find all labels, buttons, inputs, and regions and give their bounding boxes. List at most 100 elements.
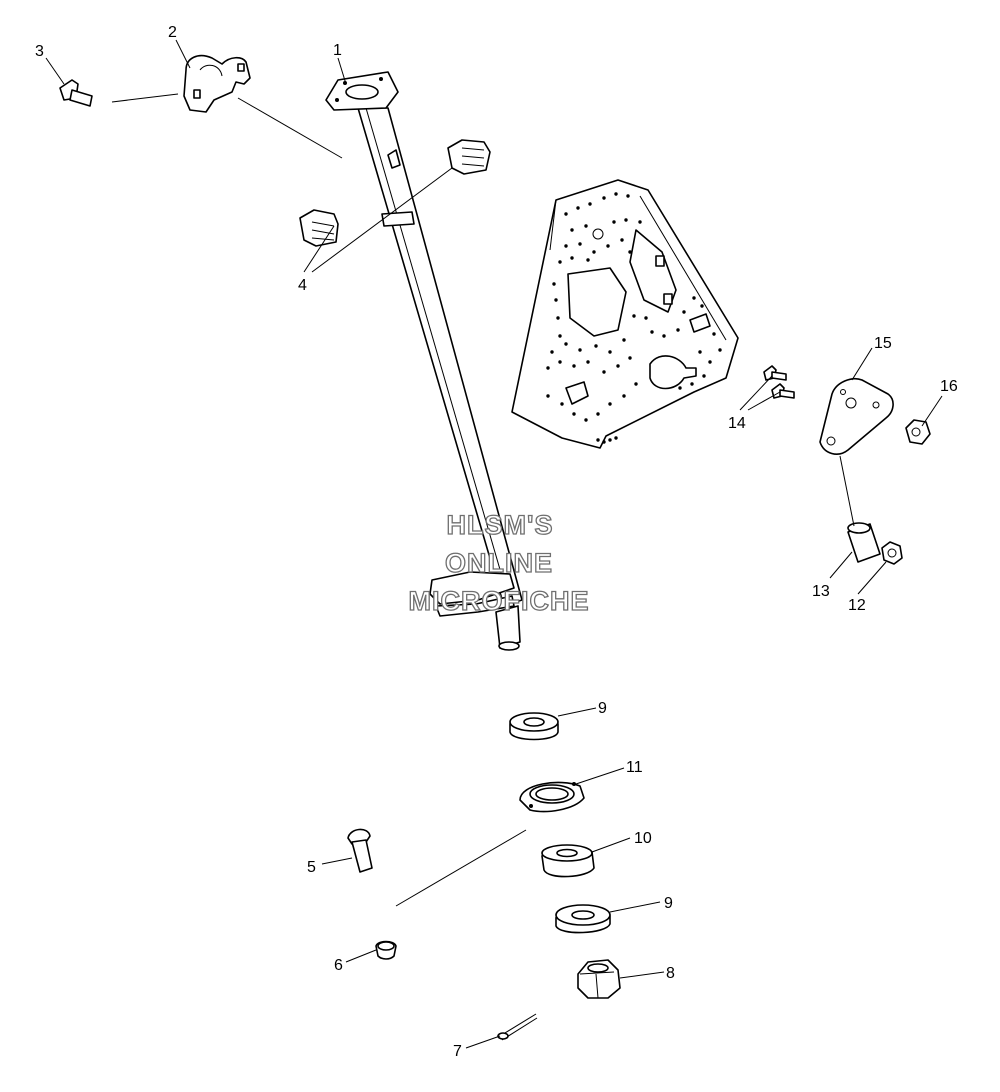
callout-13: 13 bbox=[812, 583, 830, 600]
callout-10: 10 bbox=[634, 830, 652, 847]
plate-hole bbox=[644, 316, 648, 320]
plate-hole bbox=[700, 304, 704, 308]
plate-hole bbox=[662, 334, 666, 338]
plate-hole bbox=[708, 360, 712, 364]
callout-11: 11 bbox=[626, 759, 643, 776]
plate-hole bbox=[552, 282, 556, 286]
leader-lines bbox=[45, 39, 943, 1049]
bearing-flange bbox=[519, 781, 585, 813]
plate-hole bbox=[650, 330, 654, 334]
watermark-line-1: HLSM'S bbox=[447, 510, 554, 540]
plate-hole bbox=[592, 250, 596, 254]
plate-hole bbox=[596, 438, 600, 442]
plate-hole bbox=[602, 370, 606, 374]
plate-hole bbox=[602, 440, 606, 444]
callout-15: 15 bbox=[874, 335, 892, 352]
plate-hole bbox=[576, 206, 580, 210]
callout-2: 2 bbox=[168, 24, 177, 41]
thick-washer bbox=[541, 844, 595, 878]
grommet bbox=[375, 940, 397, 960]
washer-upper bbox=[509, 712, 559, 741]
plate-hole bbox=[690, 382, 694, 386]
callout-5: 5 bbox=[307, 859, 316, 876]
locknut bbox=[881, 541, 903, 565]
plate-hole bbox=[632, 314, 636, 318]
callout-9-upper: 9 bbox=[598, 700, 607, 717]
bolt bbox=[59, 79, 93, 107]
plate-hole bbox=[570, 256, 574, 260]
screws bbox=[763, 365, 795, 399]
plate-hole bbox=[560, 402, 564, 406]
plate-hole bbox=[698, 350, 702, 354]
plate-hole bbox=[616, 364, 620, 368]
cotter-pin bbox=[497, 1013, 538, 1041]
plate-hole bbox=[682, 310, 686, 314]
plate-hole bbox=[622, 338, 626, 342]
callout-7: 7 bbox=[453, 1043, 462, 1060]
plate-hole bbox=[554, 298, 558, 302]
bushing-lower bbox=[299, 209, 339, 247]
callout-3: 3 bbox=[35, 43, 44, 60]
plate-hole bbox=[692, 296, 696, 300]
callout-14: 14 bbox=[728, 415, 746, 432]
plate-hole bbox=[622, 394, 626, 398]
plate-hole bbox=[578, 348, 582, 352]
plate-hole bbox=[612, 220, 616, 224]
watermark-line-3: MICROFICHE bbox=[409, 586, 590, 616]
plate-hole bbox=[572, 412, 576, 416]
plate-hole bbox=[638, 220, 642, 224]
callout-9-lower: 9 bbox=[664, 895, 673, 912]
plate-hole bbox=[626, 194, 630, 198]
plate-hole bbox=[702, 374, 706, 378]
plate-hole bbox=[602, 196, 606, 200]
plate-hole bbox=[572, 364, 576, 368]
plate-hole bbox=[608, 402, 612, 406]
plate-hole bbox=[564, 244, 568, 248]
watermark-line-2: ONLINE bbox=[445, 548, 553, 578]
steering-shaft bbox=[325, 71, 523, 651]
carriage-bolt bbox=[347, 828, 373, 873]
plate-hole bbox=[564, 342, 568, 346]
watermark: HLSM'S ONLINE MICROFICHE bbox=[408, 509, 590, 616]
plate-hole bbox=[620, 238, 624, 242]
nut-small bbox=[905, 419, 931, 445]
plate-hole bbox=[614, 436, 618, 440]
callout-1: 1 bbox=[333, 42, 342, 59]
plate-hole bbox=[712, 332, 716, 336]
plate-hole bbox=[594, 344, 598, 348]
plate-hole bbox=[558, 334, 562, 338]
plate-hole bbox=[718, 348, 722, 352]
plate-hole bbox=[556, 316, 560, 320]
console-plate bbox=[511, 179, 739, 449]
hex-nut bbox=[577, 959, 621, 999]
plate-hole bbox=[558, 260, 562, 264]
plate-hole bbox=[546, 394, 550, 398]
plate-hole bbox=[676, 328, 680, 332]
plate-hole bbox=[608, 350, 612, 354]
callout-4: 4 bbox=[298, 277, 307, 294]
plate-hole bbox=[628, 250, 632, 254]
clamp-bracket bbox=[183, 54, 251, 113]
callout-8: 8 bbox=[666, 965, 675, 982]
plate-hole bbox=[628, 356, 632, 360]
plate-hole bbox=[578, 242, 582, 246]
plate-hole bbox=[588, 202, 592, 206]
mount-plate bbox=[819, 378, 894, 455]
plate-hole bbox=[614, 192, 618, 196]
plate-hole bbox=[586, 258, 590, 262]
washer-lower bbox=[555, 904, 611, 934]
callout-16: 16 bbox=[940, 378, 958, 395]
plate-hole bbox=[546, 366, 550, 370]
plate-hole bbox=[584, 224, 588, 228]
plate-hole bbox=[550, 350, 554, 354]
plate-hole bbox=[570, 228, 574, 232]
plate-hole bbox=[596, 412, 600, 416]
plate-hole bbox=[634, 382, 638, 386]
callout-6: 6 bbox=[334, 957, 343, 974]
spacer bbox=[847, 522, 881, 563]
plate-hole bbox=[558, 360, 562, 364]
plate-hole bbox=[624, 218, 628, 222]
plate-hole bbox=[564, 212, 568, 216]
plate-hole bbox=[678, 386, 682, 390]
